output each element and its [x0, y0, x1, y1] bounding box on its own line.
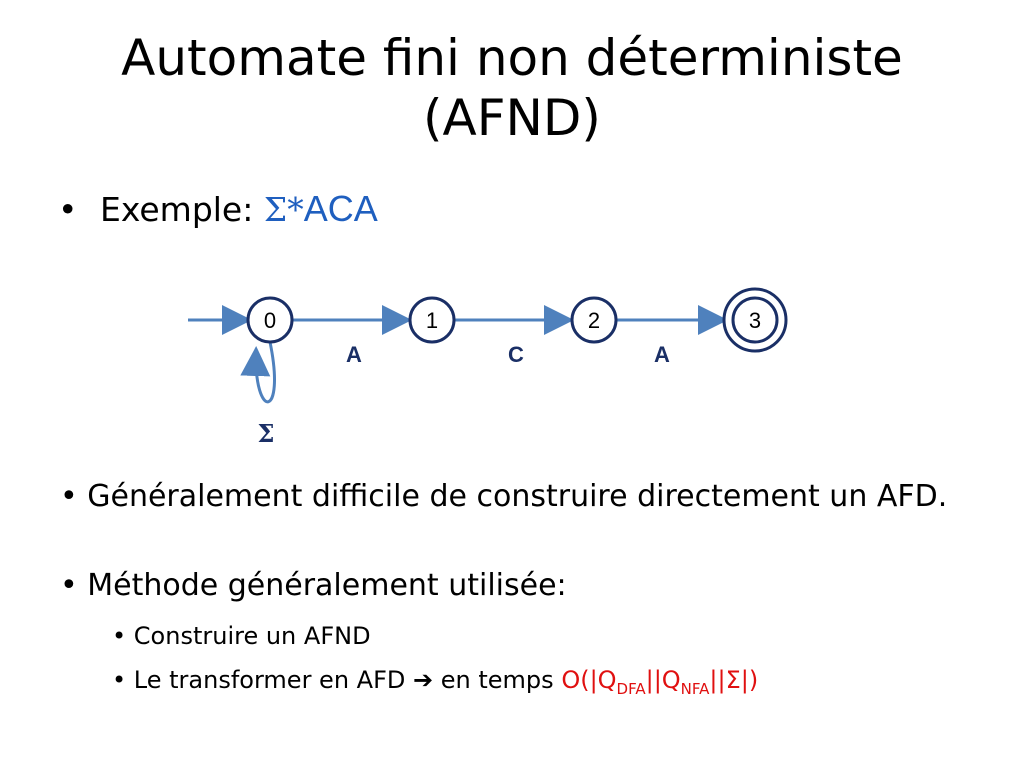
edge-label-2-3: A	[654, 342, 670, 367]
paragraph-1-text: Généralement difficile de construire dir…	[87, 479, 948, 514]
right-arrow-icon: ➔	[413, 666, 434, 694]
slide-title: Automate fini non déterministe (AFND)	[0, 28, 1024, 148]
example-word: ACA	[303, 188, 378, 229]
bullet-dot: •	[58, 190, 78, 229]
automaton-diagram: 0 1 2 3 A C A Σ	[188, 287, 788, 448]
sub-bullet-1-text: Construire un AFND	[133, 622, 371, 650]
state-0-label: 0	[264, 308, 276, 333]
sub-bullet-2: • Le transformer en AFD ➔ en temps O(|QD…	[112, 666, 759, 698]
title-line-2: (AFND)	[423, 89, 601, 147]
sub-bullet-2-middle: en temps	[440, 666, 554, 694]
state-1-circle	[408, 296, 456, 344]
state-3-label: 3	[749, 308, 761, 333]
title-line-1: Automate fini non déterministe	[121, 29, 903, 87]
complexity-part-end: ||Σ|)	[709, 666, 759, 694]
state-0-circle	[246, 296, 294, 344]
paragraph-1: • Généralement difficile de construire d…	[60, 479, 948, 514]
loop-label: Σ	[258, 419, 275, 448]
sub-bullet-1: • Construire un AFND	[112, 622, 371, 650]
complexity-sub-nfa: NFA	[680, 679, 710, 698]
loop-0	[240, 341, 276, 404]
state-2-label: 2	[588, 308, 600, 333]
state-3-circle	[731, 296, 779, 344]
state-2-circle	[570, 296, 618, 344]
example-bullet: • Exemple: Σ*ACA	[58, 188, 378, 230]
sub-bullet-2-prefix: Le transformer en AFD	[133, 666, 406, 694]
example-label: Exemple:	[100, 190, 254, 229]
state-1-label: 1	[426, 308, 438, 333]
paragraph-2: • Méthode généralement utilisée:	[60, 568, 567, 603]
example-sigma-star: Σ*	[263, 190, 304, 229]
complexity-sub-dfa: DFA	[616, 679, 646, 698]
paragraph-2-text: Méthode généralement utilisée:	[87, 568, 567, 603]
edge-label-1-2: C	[508, 342, 524, 367]
complexity-part-mid: ||Q	[645, 666, 681, 694]
complexity-part-o: O(|Q	[561, 666, 617, 694]
complexity-formula: O(|QDFA||QNFA||Σ|)	[561, 666, 759, 698]
edge-label-0-1: A	[346, 342, 362, 367]
